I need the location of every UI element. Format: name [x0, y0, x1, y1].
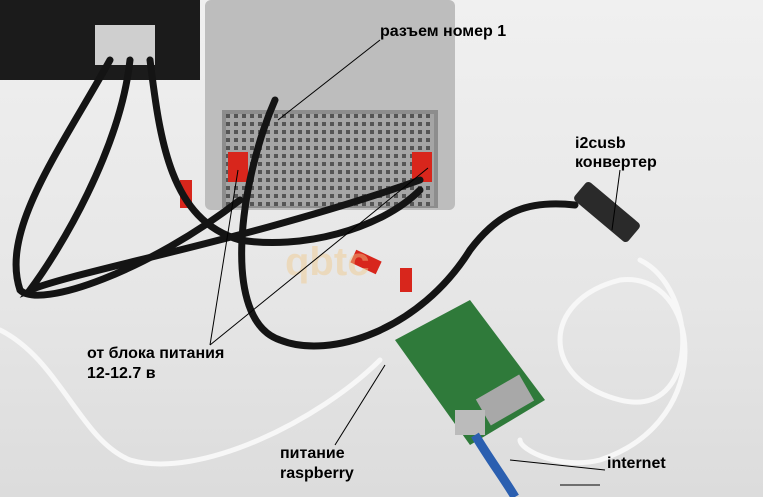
- psu-connector-block: [95, 25, 155, 65]
- watermark: qbtc: [285, 240, 369, 284]
- red-connector: [412, 152, 432, 182]
- label-connector: разъем номер 1: [380, 23, 507, 40]
- label-pi-power-line1: питание: [280, 445, 345, 462]
- label-converter-line1: i2cusb: [575, 135, 626, 152]
- red-connector: [400, 268, 412, 292]
- usb-ports: [475, 374, 535, 426]
- label-psu-line1: от блока питания: [87, 345, 225, 362]
- i2c-usb-converter: [574, 181, 640, 243]
- label-converter-line2: конвертер: [575, 154, 657, 171]
- label-pi-power-line2: raspberry: [280, 465, 354, 482]
- red-connector: [350, 249, 382, 275]
- label-psu-line2: 12-12.7 в: [87, 365, 156, 382]
- ethernet-cable: [471, 432, 519, 497]
- ethernet-port: [455, 410, 485, 435]
- label-internet: internet: [607, 455, 666, 472]
- red-connector: [228, 152, 248, 182]
